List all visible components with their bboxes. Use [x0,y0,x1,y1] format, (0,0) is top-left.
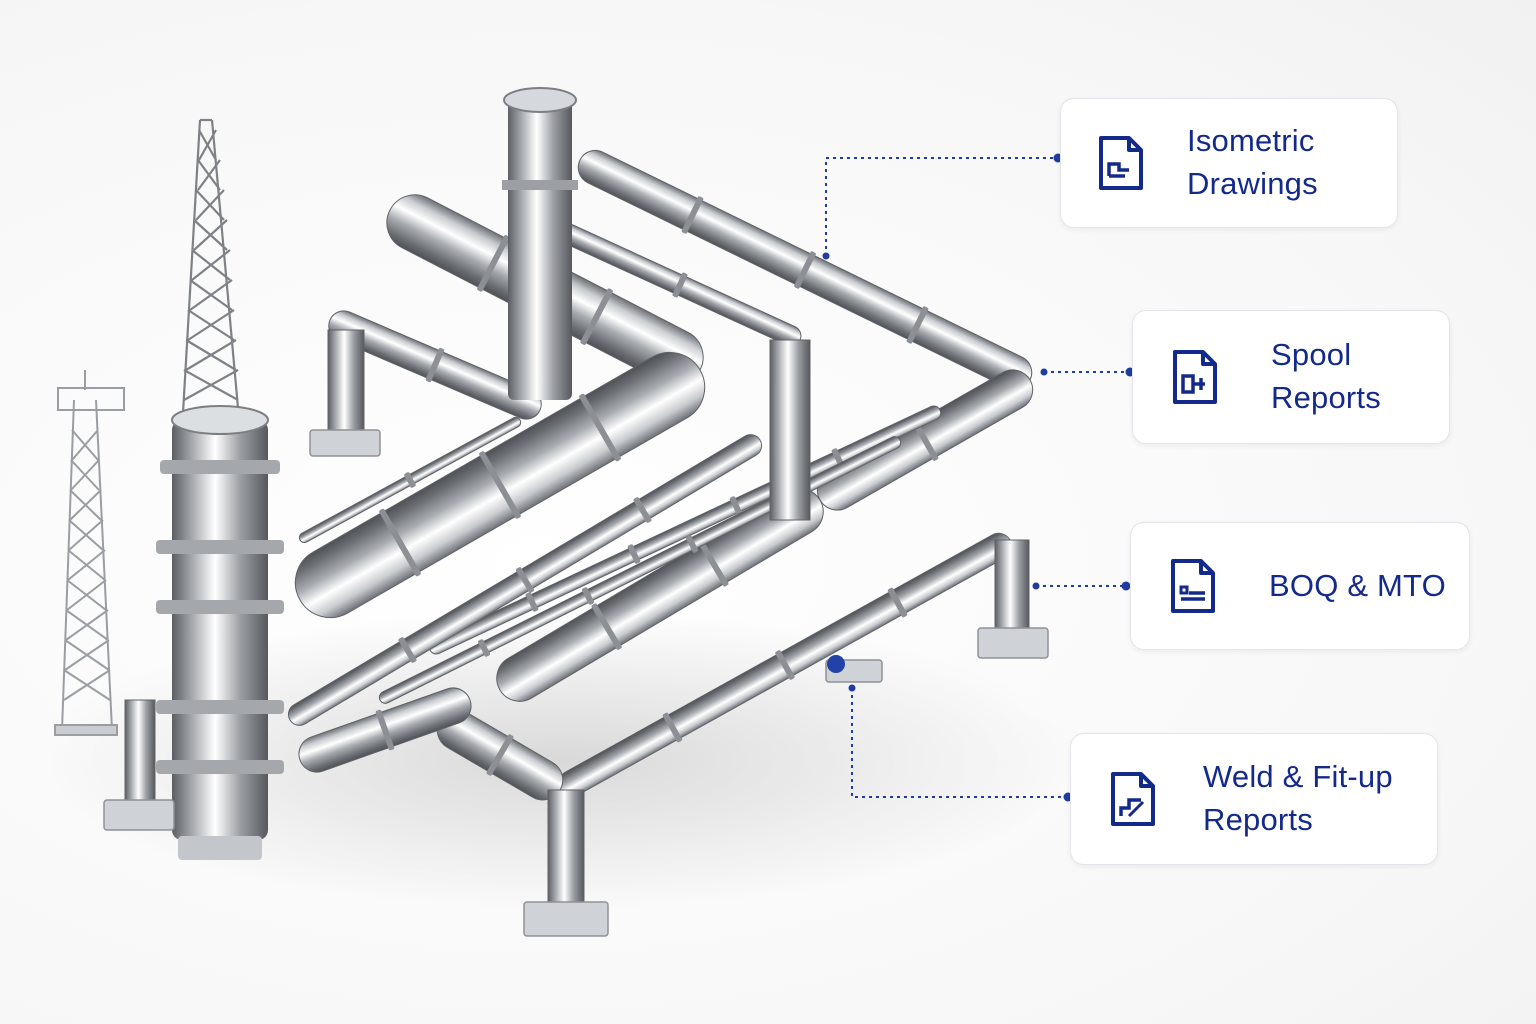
connector-lines [825,157,1130,798]
document-isometric-icon [1099,136,1143,190]
pipe-segment [328,310,542,420]
floor-shadow [40,610,1080,910]
pipe-leg [327,329,365,441]
card-label-line: Isometric [1187,123,1315,159]
card-isometric-drawings[interactable]: Isometric Drawings [1060,98,1398,228]
card-label-line: Spool [1271,337,1352,373]
card-label-line: Reports [1203,802,1313,837]
card-label: Spool Reports [1271,334,1381,420]
pipe-leg [124,699,156,806]
card-label: BOQ & MTO [1269,565,1446,608]
pipe-segment [816,369,1034,511]
card-label: Isometric Drawings [1187,120,1318,206]
lattice-tower-small [54,370,125,736]
document-spool-icon [1173,350,1217,404]
pipe-leg [547,789,585,906]
card-label: Weld & Fit-up Reports [1203,756,1393,842]
pipe-segment [298,687,472,773]
pipe-segment [298,416,522,544]
card-boq-mto[interactable]: BOQ & MTO [1130,522,1470,650]
vertical-vessel [502,87,578,400]
card-spool-reports[interactable]: Spool Reports [1132,310,1450,444]
pipe-segment [287,434,763,726]
pipe-segment [496,488,824,702]
pipe-supports [103,429,1049,937]
pipe-segment [294,351,706,619]
card-weld-fitup-reports[interactable]: Weld & Fit-up Reports [1070,733,1438,865]
pipe-leg [769,339,811,521]
valve-marker [827,655,845,673]
pipe-leg [994,539,1030,631]
card-label-line: Drawings [1187,166,1318,201]
card-label-line: Reports [1271,380,1381,415]
process-column [156,405,284,860]
pipe-network [124,149,1034,906]
card-label-line: Weld & Fit-up [1203,759,1393,795]
card-label-line: BOQ & MTO [1269,567,1446,603]
lattice-tower-tall [180,118,242,431]
document-list-icon [1171,559,1215,613]
document-weld-icon [1111,772,1155,826]
